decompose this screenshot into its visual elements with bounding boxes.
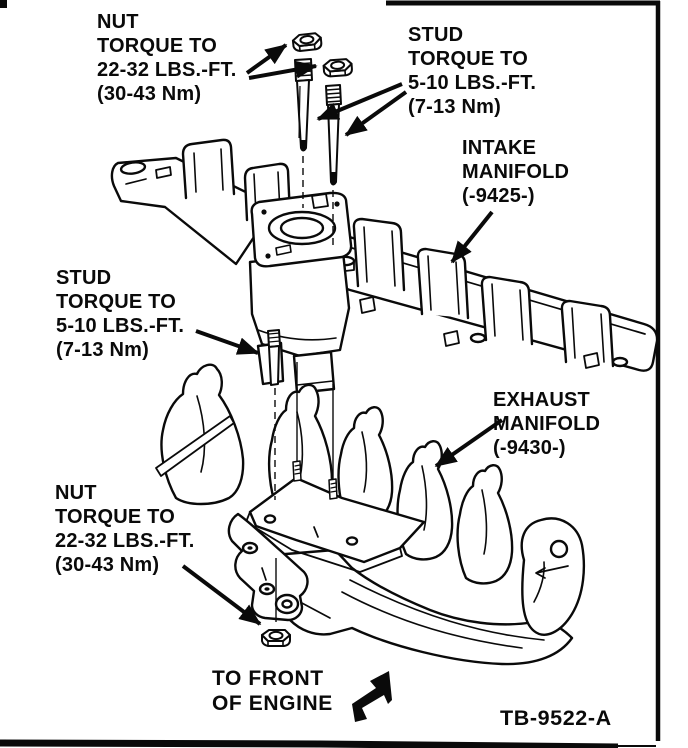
callout-line: EXHAUST: [493, 389, 590, 411]
callout-line: TORQUE TO: [97, 35, 217, 57]
nut-bottom-torque-callout: NUT TORQUE TO 22-32 LBS.-FT. (30-43 Nm): [55, 481, 195, 577]
callout-line: INTAKE: [462, 137, 537, 159]
stud-left-leader-arrow: [195, 329, 260, 355]
callout-line: NUT: [97, 11, 139, 33]
nut-top-leader-arrow-2: [248, 60, 318, 80]
figure-code: TB-9522-A: [500, 706, 612, 730]
callout-line: 5-10 LBS.-FT.: [408, 72, 537, 94]
callout-line: (-9425-): [462, 185, 535, 207]
callout-line: 22-32 LBS.-FT.: [97, 59, 237, 81]
stud-top-torque-callout: STUD TORQUE TO 5-10 LBS.-FT. (7-13 Nm): [408, 23, 536, 119]
callout-line: OF ENGINE: [212, 692, 333, 715]
callout-line: MANIFOLD: [493, 413, 601, 435]
callout-line: NUT: [55, 482, 97, 504]
callout-line: TORQUE TO: [55, 506, 175, 528]
intake-manifold-callout: INTAKE MANIFOLD (-9425-): [462, 136, 569, 208]
assembly-center-lines: [274, 156, 334, 622]
callout-line: (30-43 Nm): [97, 83, 202, 105]
callout-line: (30-43 Nm): [55, 554, 160, 576]
exhaust-leader-arrow: [434, 418, 504, 468]
nut-bottom-leader-arrow: [181, 564, 262, 626]
figure-border: [0, 0, 661, 748]
to-front-of-engine-label: TO FRONT OF ENGINE: [212, 666, 333, 716]
callout-line: TORQUE TO: [408, 48, 528, 70]
callout-line: STUD: [408, 24, 464, 46]
callout-line: (7-13 Nm): [56, 339, 149, 361]
callout-line: 5-10 LBS.-FT.: [56, 315, 185, 337]
callout-line: MANIFOLD: [462, 161, 570, 183]
leader-arrows: [181, 43, 504, 626]
callout-line: STUD: [56, 267, 112, 289]
nut-top-leader-arrow-1: [245, 43, 288, 75]
callout-line: TORQUE TO: [56, 291, 176, 313]
exhaust-manifold-drawing: [155, 363, 586, 666]
stud-top-leader-arrow-1: [316, 82, 403, 121]
callout-line: TO FRONT: [212, 667, 324, 690]
callout-line: (7-13 Nm): [408, 96, 501, 118]
stud-top-leader-arrow-2: [344, 90, 408, 137]
to-front-arrow-icon: [352, 671, 392, 722]
exhaust-manifold-callout: EXHAUST MANIFOLD (-9430-): [493, 388, 600, 460]
intake-manifold-drawing: [110, 138, 659, 395]
intake-leader-arrow: [450, 210, 494, 264]
stud-left-torque-callout: STUD TORQUE TO 5-10 LBS.-FT. (7-13 Nm): [56, 266, 184, 362]
nut-top-torque-callout: NUT TORQUE TO 22-32 LBS.-FT. (30-43 Nm): [97, 10, 237, 106]
callout-line: (-9430-): [493, 437, 566, 459]
callout-line: 22-32 LBS.-FT.: [55, 530, 195, 552]
